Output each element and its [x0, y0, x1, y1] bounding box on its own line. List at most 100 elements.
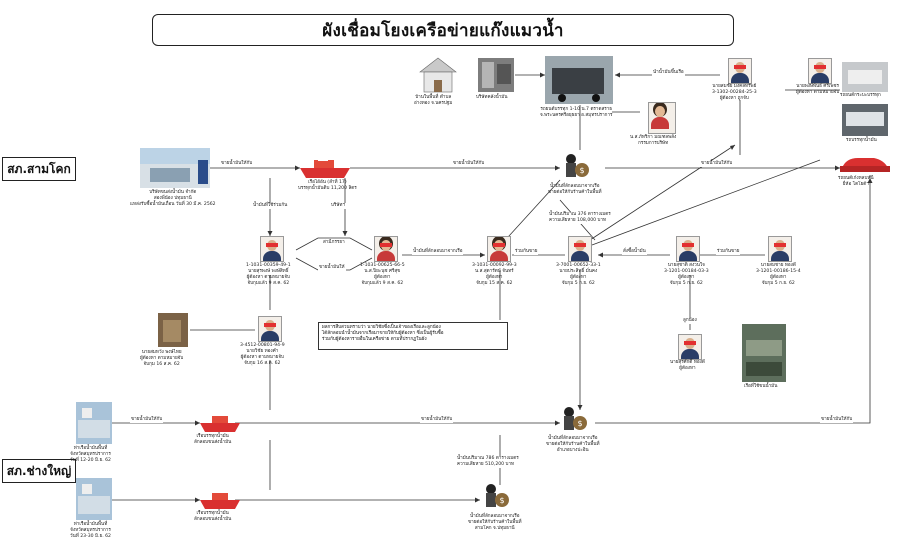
note-line: ได้ลักลอบนำน้ำมันจากเรือมาขายให้กับผู้ต้…	[322, 331, 444, 336]
edge-label: ขายน้ำมันให้กับ	[130, 417, 164, 423]
edge-label: ร่วมกันขาย	[514, 249, 539, 255]
edge-label: น้ำมันปริมาณ 786 ตารางเมตร ความเสียหาย 5…	[456, 456, 520, 468]
connector-line	[595, 175, 871, 424]
station-label-changyai: สภ.ช่างใหญ่	[2, 459, 76, 483]
arrowhead	[835, 165, 840, 171]
arrowhead	[342, 231, 348, 236]
edge-label: สั่งซื้อน้ำมัน	[622, 249, 647, 255]
edge-label: บริษัทฯ	[330, 203, 347, 209]
caption-warehouse: บริษัทคลังน้ำมัน	[476, 95, 508, 100]
suspect-photo-p5	[676, 236, 700, 262]
caption-thief-bottom: น้ำมันที่ลักลอบมาจากเรือ ขายต่อให้กับร้า…	[468, 514, 522, 531]
caption-truck-top: รถยนต์บรรทุก 1-10 น.7 ตราดสราธ จ.พระนครศ…	[540, 107, 613, 118]
caption-depot-1: ท่าเรือน้ำมันพื้นที่ จังหวัดสมุทรปราการ …	[70, 446, 111, 463]
station-label-samkhok: สภ.สามโคก	[2, 157, 76, 181]
caption-p3: 3-1031-00092-99-3 น.ส.สุดารัตน์ จันทร์ ผ…	[472, 263, 517, 286]
suspect-photo-p2	[374, 236, 398, 262]
caption-truck-right: รถบรรทุกน้ำมัน	[846, 138, 877, 143]
caption-boat-mid: เรือบรรทุกน้ำมัน ลักลอบขนส่งน้ำมัน	[194, 434, 232, 445]
caption-p7: นายสมหวัง พงษ์ไทย ผู้ต้องหา ตามหมายจับ จ…	[140, 350, 184, 367]
arrowhead	[295, 165, 300, 171]
caption-thief-mid: น้ำมันที่ลักลอบมาจากเรือ ขายต่อให้กับร้า…	[546, 436, 600, 453]
svg-text:$: $	[577, 419, 582, 428]
thief-icon-top: $	[562, 152, 590, 182]
suspect-photo-man-top1	[728, 58, 752, 84]
boat-small-photo	[742, 324, 786, 382]
edge-label: ขายน้ำมันให้	[318, 265, 346, 271]
arrowhead	[615, 72, 620, 78]
caption-boat-top: เรือไอ้อ้น (ลำที่ 17) บรรทุกน้ำมันดิบ 11…	[298, 180, 357, 191]
diagram-title: ผังเชื่อมโยงเครือข่ายแก๊งแมวน้ำ	[152, 14, 734, 46]
caption-p6: นายสมชาย ทองดี 3-1201-00186-15-4 ผู้ต้อง…	[756, 263, 801, 286]
connector-line	[591, 159, 821, 246]
caption-p4: 3-7001-00652-33-1 นายประสิทธิ์ มั่นคง ผู…	[556, 263, 601, 286]
oil-boat-mid-icon	[200, 416, 240, 432]
edge-label: ขายน้ำมันให้กับ	[420, 417, 454, 423]
edge-label: น้ำมันที่ลักลอบมาจากเรือ	[412, 249, 464, 255]
oil-depot-photo-1	[76, 402, 112, 444]
suspect-photo-p9	[678, 334, 702, 360]
arrowhead	[475, 497, 480, 503]
connector-line	[295, 237, 373, 251]
thief-icon-mid: $	[560, 405, 588, 435]
arrowhead	[540, 72, 545, 78]
arrowhead	[480, 252, 485, 258]
suspect-photo-p3	[487, 236, 511, 262]
caption-company: บริษัทขนส่งน้ำมัน จำกัด สองพี่น้อง ปทุมธ…	[130, 190, 216, 207]
company-building-photo	[140, 148, 210, 188]
arrowhead	[555, 165, 560, 171]
caption-car-right: รถยนต์เก๋งหลบหนี ยี่ห้อ โตโยต้า	[838, 176, 874, 187]
caption-p1: 1-1031-00359-49-1 นายสุรพงษ์ พงษ์สิทธิ์ …	[246, 263, 291, 286]
caption-house: บ้านในพื้นที่ ตำบล อ่างทอง จ.นครปฐม	[414, 95, 453, 106]
escape-car-icon	[840, 158, 890, 172]
arrowhead	[555, 420, 560, 426]
thief-icon-bottom: $	[482, 482, 510, 512]
svg-text:$: $	[499, 496, 504, 505]
tanker-truck-photo	[842, 104, 888, 136]
caption-p9: นายสุรศักดิ์ ทองดี ผู้ต้องหา	[670, 360, 705, 371]
edge-label: ขายน้ำมันให้กับ	[700, 161, 734, 167]
suspect-photo-p4	[568, 236, 592, 262]
caption-woman-top: น.ส.ภัทริกา มณฑลพลัง กรรมการบริษัท	[630, 135, 677, 146]
caption-man-top1: นายสมชัย มงคลทรัพย์ 3-1302-00284-25-3 ผู…	[712, 84, 757, 101]
edge-label: ขายน้ำมันให้กับ	[820, 417, 854, 423]
caption-p2: 1-1031-00625-66-5 น.ส.ปิยะนุช ศรีสุข ผู้…	[360, 263, 405, 286]
caption-p8: 3-4512-00801-94-9 นายวิชัย ทองคำ ผู้ต้อง…	[240, 343, 285, 366]
edge-label: ร่วมกันขาย	[716, 249, 741, 255]
suspect-photo-woman-top	[648, 102, 676, 134]
caption-man-top2: นายพงษ์พันธ์ ศรีเพชร ผู้ต้องหา ตามหมายจั…	[796, 84, 840, 95]
caption-thief-top: น้ำมันที่ลักลอบมาจากเรือ ขายต่อให้กับร้า…	[548, 184, 602, 195]
arrowhead	[867, 178, 873, 183]
arrowheads	[195, 72, 873, 503]
suspect-photo-p6	[768, 236, 792, 262]
arrowhead	[267, 231, 273, 236]
arrowhead	[195, 497, 200, 503]
edge-label: น้ำมันที่ใช้ร่วมกัน	[252, 203, 289, 209]
oil-depot-photo-2	[76, 478, 112, 520]
caption-depot-2: ท่าเรือน้ำมันพื้นที่ จังหวัดสมุทรปราการ …	[70, 522, 111, 539]
suspect-photo-man-top2	[808, 58, 832, 84]
arrowhead	[598, 252, 603, 258]
oil-boat-icon	[300, 157, 350, 178]
edge-label: ขายน้ำมันให้กับ	[452, 161, 486, 167]
caption-p5: นายสุชาติ สงวนใจ 3-1201-00184-03-3 ผู้ต้…	[664, 263, 709, 286]
oil-boat-bottom-icon	[200, 493, 240, 509]
house-icon	[419, 57, 457, 93]
arrowhead	[577, 405, 583, 410]
edge-label: สามีภรรยา	[322, 240, 346, 246]
suspect-photo-p1	[260, 236, 284, 262]
edge-label: ขายน้ำมันให้กับ	[220, 161, 254, 167]
caption-boat-bottom: เรือบรรทุกน้ำมัน ลักลอบขนส่งน้ำมัน	[194, 511, 232, 522]
truck-photo	[545, 56, 613, 104]
investigation-note-box: ผลการสืบสวนทราบว่า นายวิชัยซึ่งเป็นเจ้าข…	[318, 322, 508, 350]
arrowhead	[195, 420, 200, 426]
note-line: ร่วมกับผู้ต้องหารายอื่นในเครือข่าย ตามที…	[322, 337, 427, 342]
arrowhead	[730, 145, 735, 150]
note-line: ผลการสืบสวนทราบว่า นายวิชัยซึ่งเป็นเจ้าข…	[322, 325, 441, 330]
warehouse-photo	[478, 58, 514, 92]
edge-label: นำน้ำมันขึ้นเรือ	[652, 70, 685, 76]
connector-line	[589, 144, 736, 241]
edge-label: น้ำมันปริมาณ 376 ตารางเมตร ความเสียหาย 1…	[548, 212, 612, 224]
edge-label: ลูกน้อง	[682, 318, 698, 324]
van-photo	[842, 62, 888, 92]
